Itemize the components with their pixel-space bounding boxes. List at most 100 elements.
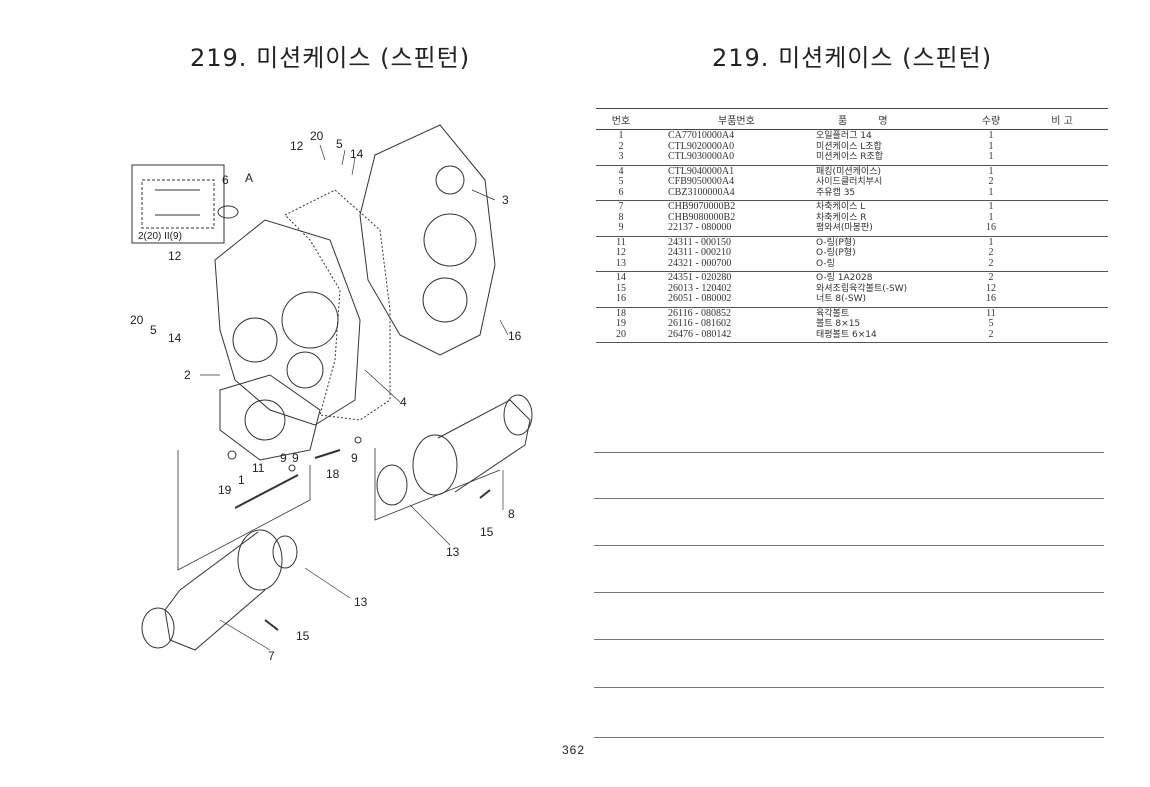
label-12-top: 12 xyxy=(290,139,304,153)
label-20-top: 20 xyxy=(310,129,324,143)
label-14-top: 14 xyxy=(350,147,364,161)
cell-part-no: 24321 - 000700 xyxy=(668,257,732,269)
blank-line xyxy=(594,737,1104,738)
axle-flange-left xyxy=(237,529,283,591)
bolt-15 xyxy=(264,619,279,631)
inset-part xyxy=(141,179,215,229)
label-9-a: 9 xyxy=(280,451,287,465)
cell-name: O-링 1A2028 xyxy=(816,273,873,283)
page-number: 362 xyxy=(562,743,586,757)
cell-part-no: CHB9080000B2 xyxy=(668,211,736,223)
header-no: 번호 xyxy=(611,115,631,127)
label-12-left: 12 xyxy=(168,249,182,263)
o-ring-left xyxy=(272,535,298,569)
table-row: 8 CHB9080000B2 차축케이스 R 1 xyxy=(596,211,1108,224)
cell-no: 3 xyxy=(618,151,624,162)
blank-line xyxy=(594,639,1104,640)
axle-tube-right xyxy=(437,399,531,493)
label-3: 3 xyxy=(502,193,509,207)
label-9-c: 9 xyxy=(351,451,358,465)
page-title-left: 219. 미션케이스 (스핀턴) xyxy=(190,44,471,72)
label-6: 6 xyxy=(222,173,229,187)
header-remark: 비 고 xyxy=(1051,115,1073,127)
cell-no: 20 xyxy=(616,328,626,340)
label-A: A xyxy=(245,171,253,185)
cell-qty: 2 xyxy=(988,176,994,187)
cell-name: 차축케이스 R xyxy=(816,212,867,223)
label-1: 1 xyxy=(238,473,245,487)
cell-qty: 1 xyxy=(988,186,994,198)
label-20-left: 20 xyxy=(130,313,144,327)
cell-part-no: CTL9020000A0 xyxy=(668,140,735,152)
cell-qty: 1 xyxy=(988,165,994,177)
cell-no: 11 xyxy=(616,236,626,248)
table-row: 15 26013 - 120402 와셔조립육각볼트(-SW) 12 xyxy=(596,282,1108,295)
cell-name: 사이드클러치부시 xyxy=(816,177,883,187)
cell-part-no: CHB9070000B2 xyxy=(668,201,736,212)
cell-qty: 16 xyxy=(986,222,996,233)
cell-no: 15 xyxy=(616,282,626,294)
cell-part-no: CTL9040000A1 xyxy=(668,165,735,177)
gasket xyxy=(284,189,391,421)
label-16: 16 xyxy=(508,329,522,343)
cell-qty: 2 xyxy=(988,328,994,340)
table-row: 4 CTL9040000A1 패킹(미션케이스) 1 xyxy=(596,165,1108,178)
cell-part-no: 26116 - 080852 xyxy=(668,307,731,319)
cell-qty: 1 xyxy=(988,130,994,141)
blank-line xyxy=(594,592,1104,593)
label-5-left: 5 xyxy=(150,323,157,337)
cell-name: 태평볼트 6×14 xyxy=(816,329,877,340)
cell-name: 패킹(미션케이스) xyxy=(816,166,881,177)
label-7: 7 xyxy=(268,649,275,663)
cell-name: 주유캡 35 xyxy=(816,187,856,198)
cell-no: 7 xyxy=(618,201,624,212)
cell-part-no: 24351 - 020280 xyxy=(668,272,732,283)
label-4: 4 xyxy=(400,395,407,409)
cell-name: 미션케이스 R조합 xyxy=(816,152,884,162)
cell-part-no: 24311 - 000150 xyxy=(668,236,731,248)
label-13-left: 13 xyxy=(354,595,368,609)
label-8: 8 xyxy=(508,507,515,521)
cell-name: 너트 8(-SW) xyxy=(816,294,867,304)
cell-qty: 5 xyxy=(988,318,994,329)
table-row: 20 26476 - 080142 태평볼트 6×14 2 xyxy=(596,328,1108,341)
oil-cap xyxy=(217,205,239,219)
cell-qty: 2 xyxy=(988,272,994,283)
cell-name: 와셔조립육각볼트(-SW) xyxy=(816,283,908,294)
cell-no: 4 xyxy=(618,165,624,177)
header-name: 품 명 xyxy=(838,115,902,127)
case-right xyxy=(359,124,496,356)
table-header: 번호 부품번호 품 명 수량 비 고 xyxy=(596,108,1108,130)
cell-name: 오일플러그 14 xyxy=(816,131,872,141)
cell-part-no: 26051 - 080002 xyxy=(668,293,732,304)
cell-part-no: 26476 - 080142 xyxy=(668,328,732,340)
long-bolt xyxy=(234,474,299,509)
cell-name: O-링(P형) xyxy=(816,248,856,258)
blank-line xyxy=(594,545,1104,546)
cell-qty: 12 xyxy=(986,282,996,294)
label-19: 19 xyxy=(218,483,232,497)
cell-part-no: CA77010000A4 xyxy=(668,130,735,141)
cell-qty: 16 xyxy=(986,293,996,304)
cell-no: 8 xyxy=(618,211,624,223)
cell-qty: 1 xyxy=(988,211,994,223)
blank-line xyxy=(594,687,1104,688)
cell-qty: 1 xyxy=(988,236,994,248)
blank-line xyxy=(594,452,1104,453)
label-2: 2 xyxy=(184,368,191,382)
cell-no: 6 xyxy=(618,186,624,198)
cell-no: 12 xyxy=(616,247,626,258)
cell-qty: 2 xyxy=(988,257,994,269)
inset-label: 2(20) II(9) xyxy=(138,231,182,242)
cell-part-no: 26013 - 120402 xyxy=(668,282,732,294)
bolt-18 xyxy=(314,449,341,459)
